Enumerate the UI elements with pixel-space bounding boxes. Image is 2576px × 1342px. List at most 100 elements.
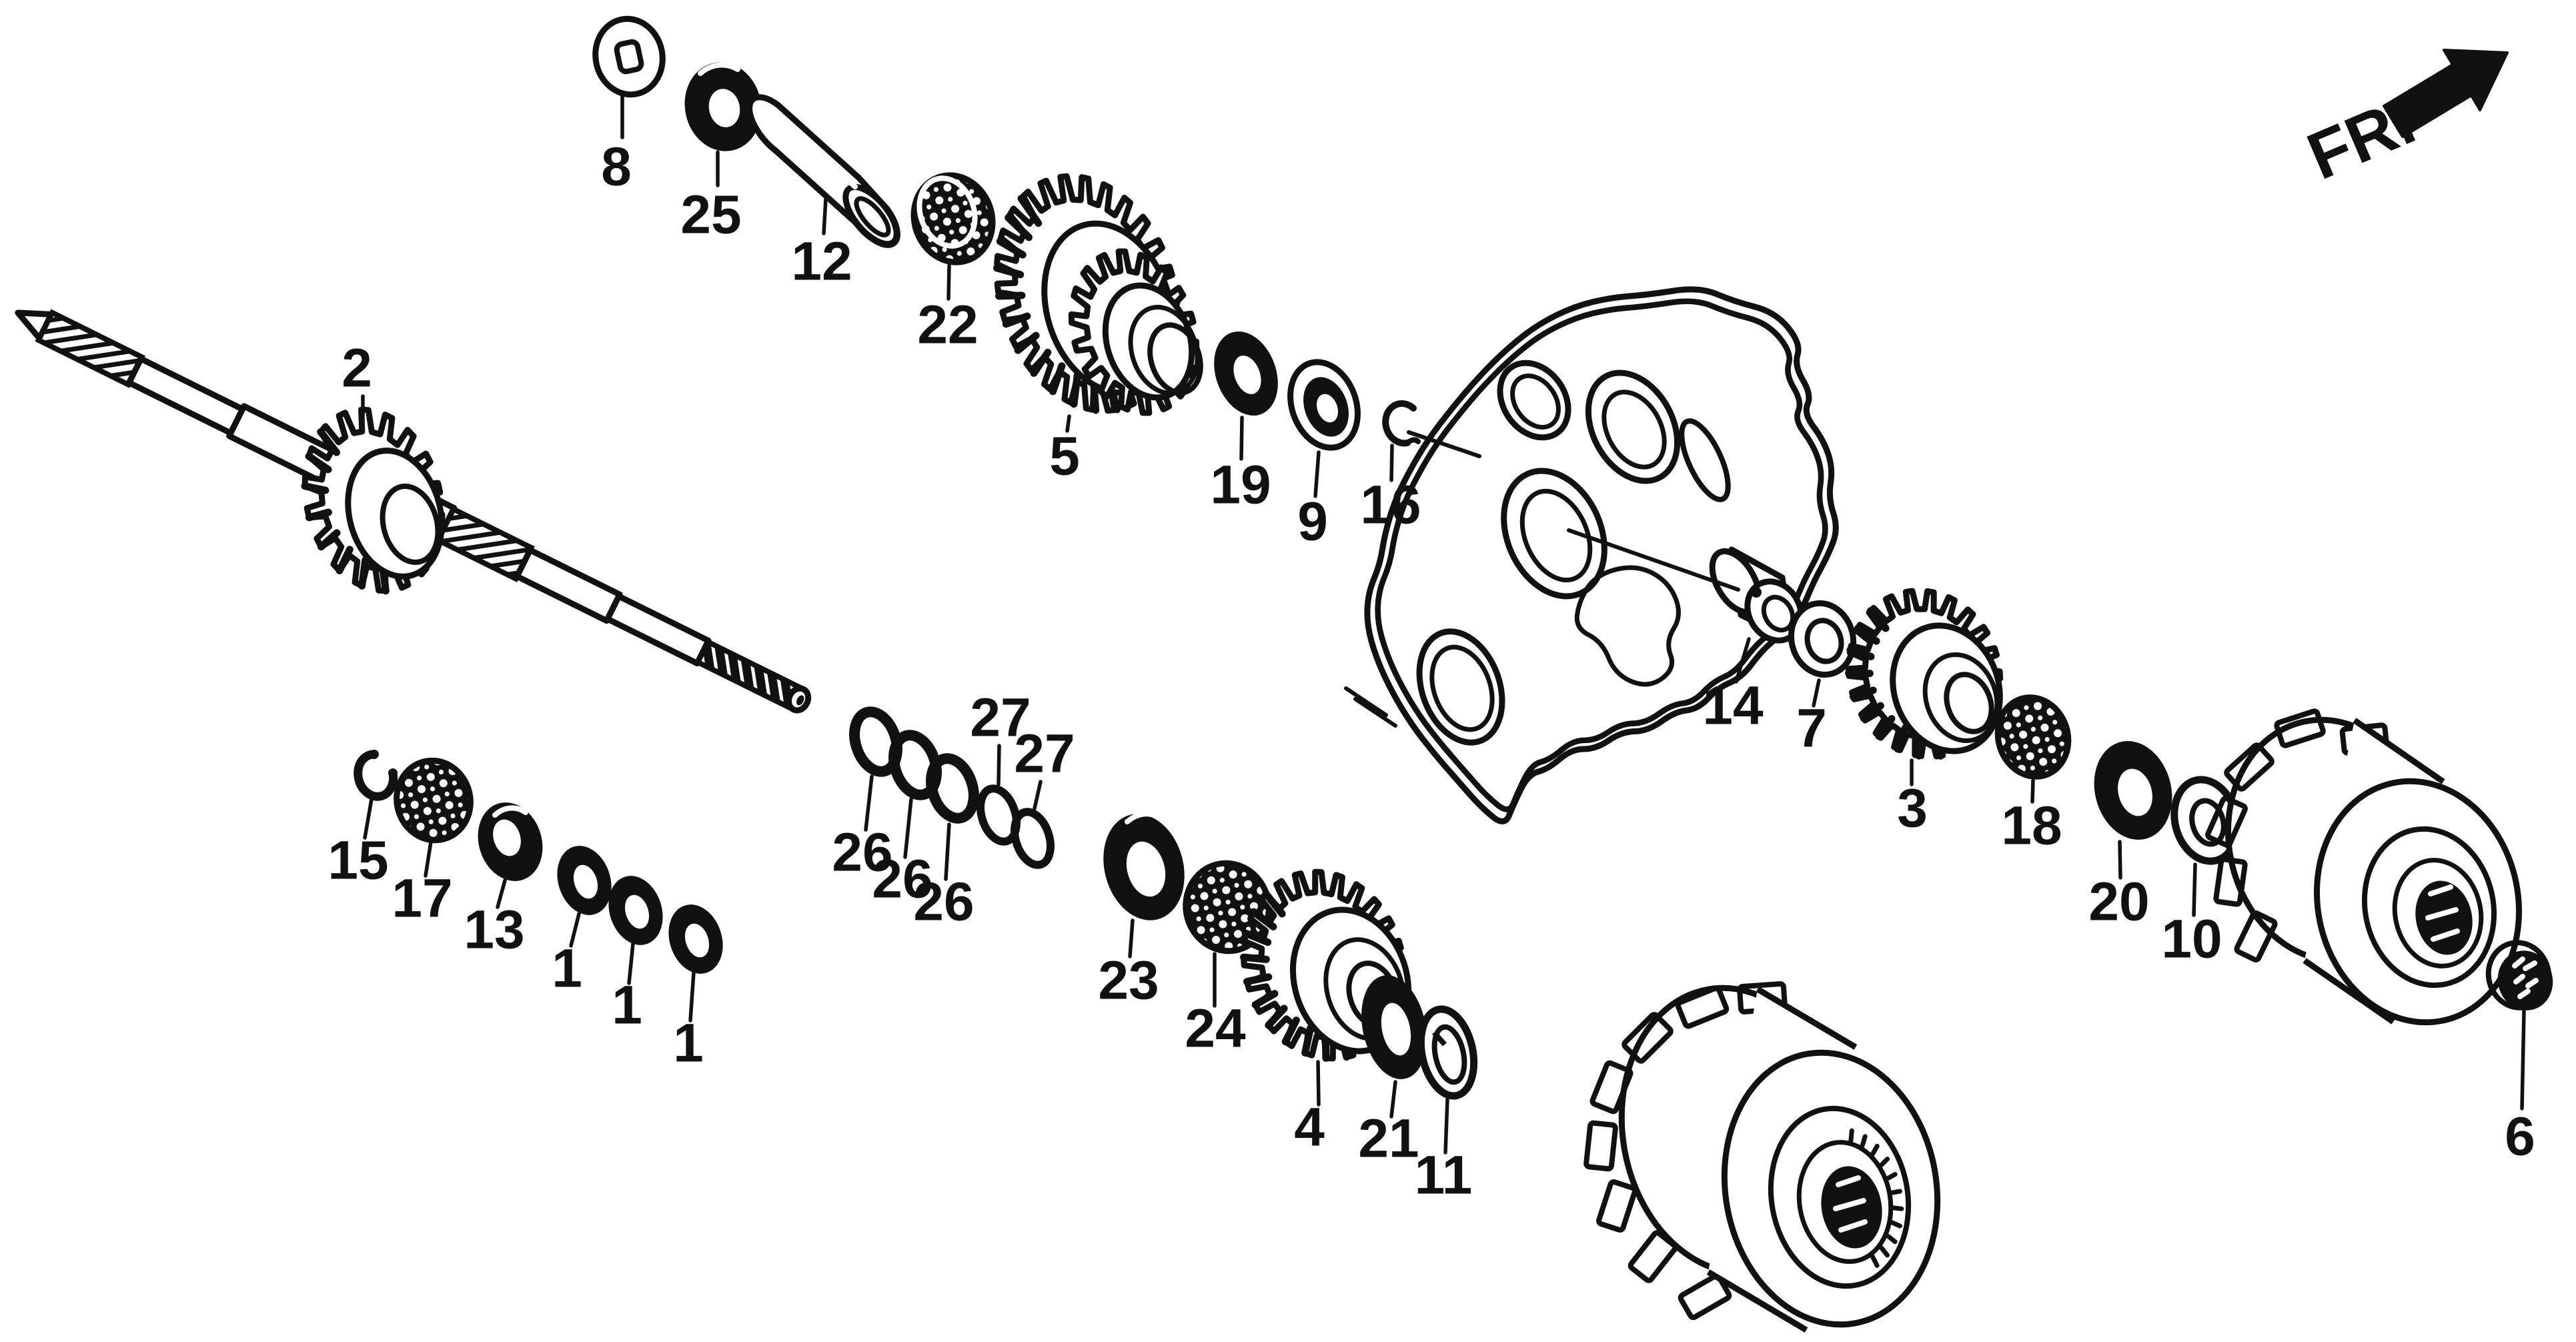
drum-lug xyxy=(1628,1230,1678,1283)
case-hole-lower-left-inner xyxy=(1429,644,1495,732)
transmission-case-plate xyxy=(1364,286,1839,824)
callout-19: 19 xyxy=(1210,416,1271,516)
callout-leader xyxy=(424,840,433,878)
callout-leader xyxy=(2030,778,2035,804)
gear-3-hub-ring xyxy=(1922,652,2000,744)
drum-bottom-lugs xyxy=(1583,981,1788,1321)
clip-16-hook xyxy=(1405,437,1421,446)
fr-arrow-icon xyxy=(2383,49,2509,138)
shim-rings-26 xyxy=(849,706,979,824)
callout-leader xyxy=(946,263,951,301)
callout-22: 22 xyxy=(917,263,979,356)
callout-leader xyxy=(822,197,828,235)
callout-number: 22 xyxy=(917,295,978,356)
washer-23-highlight xyxy=(1125,811,1166,824)
callout-10: 10 xyxy=(2161,862,2222,970)
gear-3-bore xyxy=(1944,672,1994,734)
callout-2: 2 xyxy=(342,338,372,430)
callout-number: 14 xyxy=(1702,676,1764,736)
drum-bottom-bottom-edge xyxy=(1706,1269,1808,1333)
washer-19 xyxy=(1214,331,1278,416)
double-gear-5 xyxy=(993,173,1203,416)
washer-20-hole xyxy=(2118,768,2152,816)
callout-leader xyxy=(1128,918,1135,958)
drum-bottom-spline-highlights xyxy=(1833,1175,1868,1233)
washer-23-hole xyxy=(1126,841,1166,897)
washer-8-outer xyxy=(592,15,666,98)
washer-10-hole xyxy=(2189,798,2226,847)
case-hole-center-inner xyxy=(1519,488,1593,583)
callout-number: 7 xyxy=(1796,698,1827,759)
callout-number: 20 xyxy=(2088,872,2149,932)
callout-number: 9 xyxy=(1297,492,1328,552)
drum-bottom-top-edge xyxy=(1756,986,1858,1050)
callout-leader xyxy=(1033,780,1043,810)
callout-leader xyxy=(627,942,635,985)
ring-26-c xyxy=(926,753,979,824)
callout-leader xyxy=(1389,1080,1397,1119)
callout-leader xyxy=(496,878,507,909)
reference-line xyxy=(1353,697,1397,728)
drum-lug xyxy=(2213,856,2248,907)
drum-right-top-edge xyxy=(2353,718,2445,784)
callout-leader xyxy=(1316,1060,1321,1107)
washer-25-highlight xyxy=(698,62,740,76)
collar-12-bore xyxy=(854,196,891,237)
bearing-17-body xyxy=(394,757,474,844)
drum-right-dish xyxy=(2361,826,2497,988)
callout-1: 1 xyxy=(552,912,582,999)
snap-ring-15 xyxy=(354,750,398,801)
nut-6-serrations xyxy=(2512,956,2539,999)
callout-leader xyxy=(688,970,696,1023)
callout-number: 19 xyxy=(1210,455,1271,516)
callout-number: 1 xyxy=(612,975,642,1036)
callout-4: 4 xyxy=(1294,1060,1325,1158)
drum-lug xyxy=(1596,1179,1638,1233)
seal-ring-9 xyxy=(1287,359,1361,451)
callout-8: 8 xyxy=(601,93,632,197)
ring-1-hole xyxy=(573,864,598,899)
shaft-end-hole xyxy=(796,695,804,706)
gear-2-face xyxy=(345,448,445,580)
washer-23 xyxy=(1103,811,1185,920)
sealing-ring-1b xyxy=(608,876,663,945)
mainshaft-gear-2 xyxy=(301,406,446,595)
callout-26: 26 xyxy=(832,774,893,883)
callout-9: 9 xyxy=(1297,450,1328,552)
callout-16: 16 xyxy=(1360,444,1421,536)
callout-number: 4 xyxy=(1294,1097,1325,1158)
sealing-ring-1c xyxy=(668,904,723,974)
needle-bearing-22 xyxy=(910,172,996,265)
callout-number: 17 xyxy=(392,868,452,929)
callout-number: 1 xyxy=(552,938,582,999)
callout-12: 12 xyxy=(791,197,852,292)
callout-11: 11 xyxy=(1415,1097,1472,1206)
callout-leader xyxy=(1443,1097,1449,1155)
drum-lug xyxy=(1622,1012,1674,1064)
gear-2-tooth-shading xyxy=(301,428,390,595)
callout-number: 5 xyxy=(1049,426,1080,487)
callout-leader xyxy=(2192,862,2197,917)
callout-27: 27 xyxy=(970,688,1031,786)
washer-13-highlight xyxy=(492,805,528,818)
ring-11-notch xyxy=(1432,1031,1447,1047)
callout-26: 26 xyxy=(872,797,933,910)
ring-9-hole xyxy=(1317,394,1338,423)
washer-21 xyxy=(1361,975,1427,1079)
washer-7 xyxy=(1788,600,1857,678)
callout-15: 15 xyxy=(328,797,389,891)
callout-21: 21 xyxy=(1358,1080,1419,1169)
callout-number: 15 xyxy=(328,830,388,891)
callout-number: 1 xyxy=(673,1013,704,1074)
fr-direction-indicator: FR. xyxy=(2297,49,2509,194)
clip-16-arc xyxy=(1382,400,1417,447)
drum-lug xyxy=(1675,985,1730,1029)
drum-right-spline-highlights xyxy=(2425,884,2460,942)
ring-27-a xyxy=(977,784,1021,846)
callout-number: 23 xyxy=(1098,950,1159,1011)
callout-number: 12 xyxy=(791,231,852,292)
callout-number: 27 xyxy=(970,688,1031,748)
callout-26: 26 xyxy=(913,822,975,932)
clutch-drum-right xyxy=(2205,708,2523,1026)
